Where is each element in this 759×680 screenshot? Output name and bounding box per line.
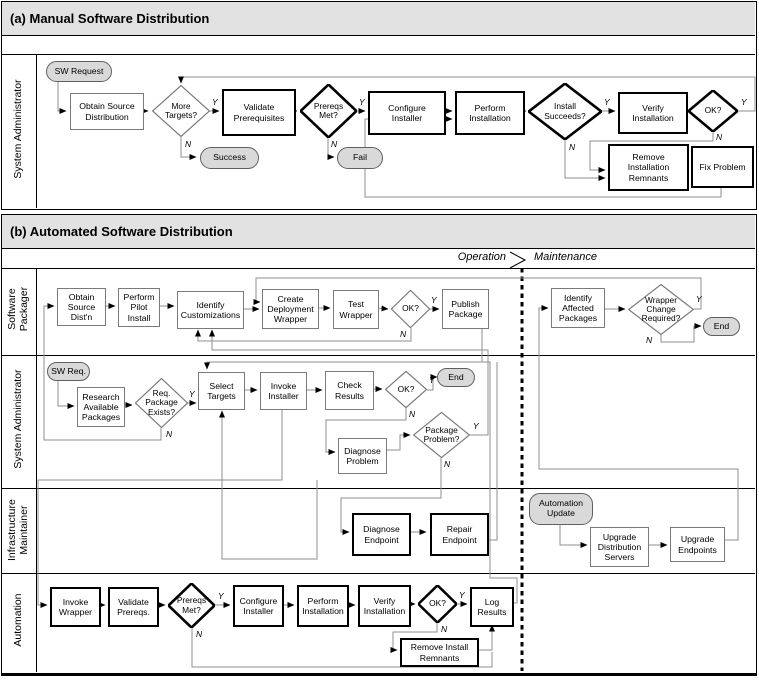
- decision-label: N: [400, 329, 407, 339]
- lane-line-1: [2, 355, 755, 356]
- section-b-title: (b) Automated Software Distribution: [2, 215, 755, 249]
- node-b-sa-check-results: Check Results: [325, 371, 374, 410]
- lane-b-system-administrator: System Administrator: [11, 369, 24, 469]
- node-a-obtain-source: Obtain Source Distribution: [70, 93, 144, 130]
- node-b-au-verify-installation: Verify Installation: [358, 585, 411, 627]
- section-a-title: (a) Manual Software Distribution: [2, 2, 755, 36]
- decision-label: Y: [429, 375, 435, 385]
- node-b-pk-test-wrapper: Test Wrapper: [333, 290, 379, 329]
- node-b-im-diagnose-endpoint: Diagnose Endpoint: [352, 513, 411, 556]
- node-a-fail: Fail: [337, 147, 383, 169]
- decision-label: Y: [431, 295, 437, 305]
- node-a-install-succeeds: Install Succeeds?: [528, 83, 602, 140]
- node-b-mt-automation-update: Automation Update: [529, 493, 593, 525]
- node-b-sa-select-targets: Select Targets: [198, 372, 245, 410]
- decision-label: Y: [696, 294, 702, 304]
- node-a-prereqs-met: Prereqs Met?: [300, 84, 357, 138]
- node-b-mt-upgrade-servers: Upgrade Distribution Servers: [590, 527, 649, 567]
- section-b-label-divider: [36, 268, 37, 672]
- decision-label: N: [444, 459, 451, 469]
- node-a-configure-installer: Configure Installer: [368, 91, 446, 135]
- node-b-au-prereqs-met: Prereqs Met?: [168, 583, 215, 628]
- decision-label: Y: [604, 97, 610, 107]
- decision-label: N: [409, 409, 416, 419]
- node-b-mt-identify-affected: Identify Affected Packages: [551, 288, 605, 328]
- node-b-sa-diagnose-problem: Diagnose Problem: [338, 438, 387, 474]
- decision-label: N: [716, 132, 723, 142]
- lane-line-3: [2, 573, 755, 574]
- decision-label: Y: [189, 389, 195, 399]
- section-a-label-divider: [36, 54, 37, 208]
- node-a-perform-installation: Perform Installation: [455, 91, 525, 135]
- node-b-mt-wrapper-change: Wrapper Change Required?: [628, 284, 694, 335]
- decision-label: Y: [459, 590, 465, 600]
- node-b-pk-publish-package: Publish Package: [442, 289, 489, 329]
- node-b-au-invoke-wrapper: Invoke Wrapper: [50, 587, 101, 627]
- node-b-mt-upgrade-endpoints: Upgrade Endpoints: [670, 527, 725, 562]
- node-b-au-perform-installation: Perform Installation: [297, 585, 349, 627]
- node-a-verify-installation: Verify Installation: [618, 92, 688, 134]
- node-a-ok: OK?: [688, 90, 738, 132]
- decision-label: Y: [218, 591, 224, 601]
- section-a-subrow-line: [2, 54, 755, 55]
- node-b-sa-invoke-installer: Invoke Installer: [260, 372, 307, 410]
- node-a-success: Success: [200, 147, 259, 169]
- decision-label: N: [646, 335, 653, 345]
- node-b-sa-package-problem: Package Problem?: [413, 412, 470, 458]
- node-b-au-ok: OK?: [418, 585, 457, 623]
- node-b-sa-ok: OK?: [385, 371, 427, 408]
- node-b-pk-pilot-install: Perform Pilot Install: [118, 288, 160, 327]
- decision-label: N: [196, 629, 203, 639]
- node-a-fix-problem: Fix Problem: [691, 146, 754, 188]
- decision-label: N: [166, 429, 173, 439]
- lane-b-infrastructure-maintainer: Infrastructure Maintainer: [5, 499, 30, 561]
- decision-label: N: [569, 142, 576, 152]
- lane-a-system-administrator: System Administrator: [11, 79, 24, 179]
- phase-operation: Operation: [457, 251, 506, 263]
- decision-label: Y: [473, 421, 479, 431]
- node-a-more-targets: More Targets?: [152, 85, 210, 137]
- node-a-validate-prerequisites: Validate Prerequisites: [222, 89, 296, 136]
- node-b-au-log-results: Log Results: [470, 587, 514, 627]
- node-b-sa-sw-req: SW Req.: [47, 362, 90, 381]
- node-b-sa-end: End: [437, 368, 475, 387]
- decision-label: N: [331, 139, 338, 149]
- node-a-remove-remnants: Remove Installation Remnants: [608, 144, 689, 191]
- lane-line-2: [2, 488, 755, 489]
- decision-label: N: [185, 139, 192, 149]
- node-b-pk-ok: OK?: [391, 290, 430, 328]
- decision-label: Y: [359, 97, 365, 107]
- phase-row-line: [2, 268, 755, 269]
- lane-b-automation: Automation: [11, 593, 24, 647]
- node-b-sa-research: Research Available Packages: [77, 387, 125, 427]
- phase-maintenance: Maintenance: [534, 251, 597, 263]
- node-b-pk-identify-customizations: Identify Customizations: [177, 291, 244, 329]
- node-b-au-configure-installer: Configure Installer: [233, 585, 284, 627]
- decision-label: Y: [741, 97, 747, 107]
- decision-label: N: [441, 624, 448, 634]
- node-b-mt-end: End: [703, 317, 740, 336]
- node-a-sw-request: SW Request: [46, 61, 112, 82]
- node-b-au-validate-prereqs: Validate Prereqs.: [108, 587, 159, 627]
- node-b-pk-create-wrapper: Create Deployment Wrapper: [262, 289, 319, 329]
- lane-b-software-packager: Software Packager: [5, 286, 30, 332]
- node-b-im-repair-endpoint: Repair Endpoint: [430, 513, 489, 556]
- node-b-sa-pkg-exists: Req. Package Exists?: [135, 378, 188, 428]
- decision-label: Y: [212, 97, 218, 107]
- node-b-pk-obtain-source: Obtain Source Dist'n: [57, 288, 106, 326]
- node-b-au-remove-remnants: Remove Install Remnants: [400, 638, 479, 667]
